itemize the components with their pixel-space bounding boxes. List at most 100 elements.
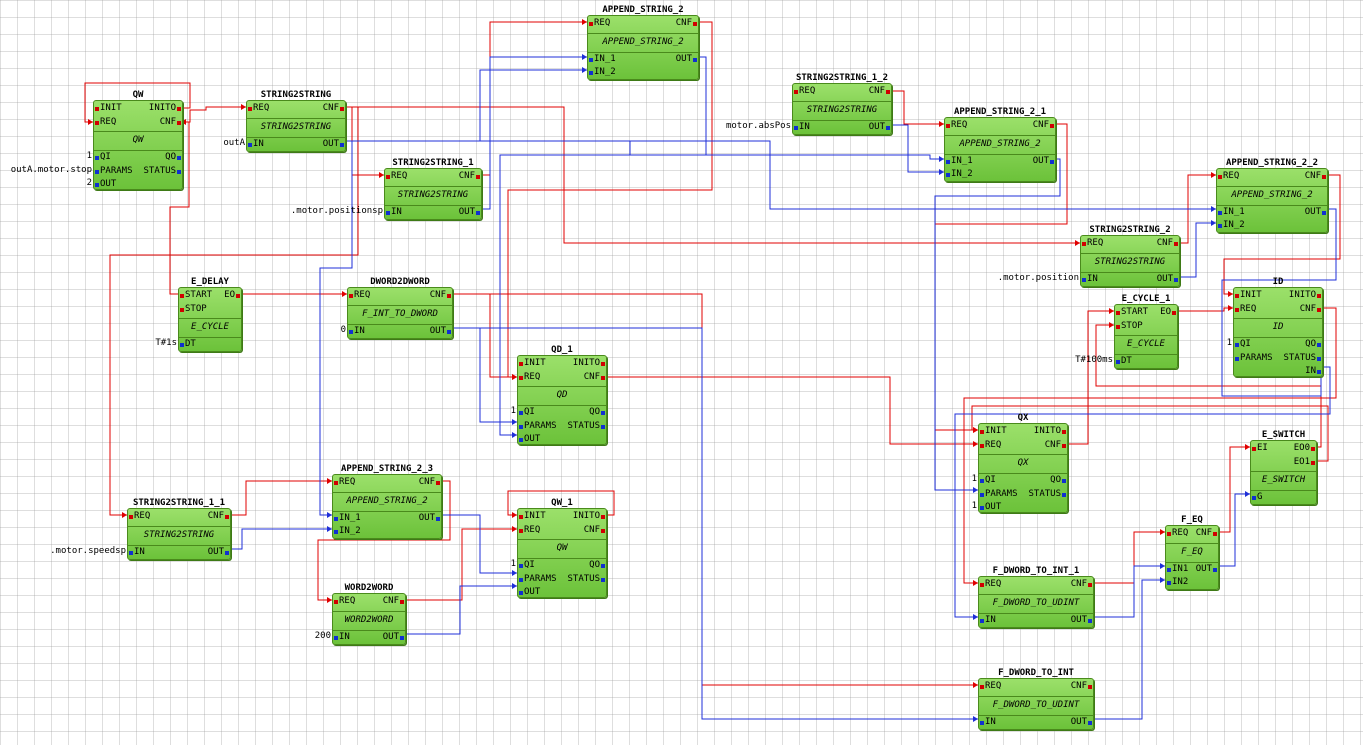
event-input-port[interactable]: STOP (185, 303, 207, 314)
data-input-port[interactable]: PARAMS (524, 573, 557, 584)
event-input-connector[interactable] (334, 481, 338, 485)
event-input-port[interactable]: INIT (524, 511, 546, 521)
event-input-port[interactable]: REQ (1240, 303, 1257, 314)
event-output-connector[interactable] (1062, 443, 1066, 448)
data-input-port[interactable]: DT (1121, 356, 1132, 366)
data-connection[interactable] (440, 514, 517, 574)
event-input-port[interactable]: START (1121, 307, 1149, 317)
data-output-port[interactable]: OUT (1156, 273, 1173, 284)
data-output-connector[interactable] (1322, 210, 1326, 215)
data-input-connector[interactable] (946, 159, 950, 164)
event-connection[interactable] (317, 480, 451, 601)
data-input-connector[interactable] (1167, 567, 1171, 572)
data-connection[interactable] (480, 56, 587, 210)
event-output-connector[interactable] (447, 294, 451, 298)
data-input-connector[interactable] (334, 516, 338, 521)
event-input-port[interactable]: REQ (524, 524, 541, 535)
data-connection[interactable] (344, 140, 944, 160)
event-output-port[interactable]: EO0 (1293, 443, 1310, 453)
event-output-connector[interactable] (1088, 583, 1092, 587)
data-connection[interactable] (499, 56, 707, 436)
event-output-connector[interactable] (601, 375, 605, 380)
event-input-port[interactable]: REQ (134, 511, 151, 521)
event-output-connector[interactable] (400, 600, 404, 604)
event-input-connector[interactable] (589, 22, 593, 26)
data-input-connector[interactable] (180, 343, 184, 347)
data-output-connector[interactable] (886, 125, 890, 130)
event-input-connector[interactable] (349, 294, 353, 298)
event-output-port[interactable]: INITO (572, 511, 600, 521)
data-input-port[interactable]: QI (985, 475, 996, 485)
event-output-connector[interactable] (693, 22, 697, 26)
parameter-value[interactable]: 1 (1226, 338, 1232, 348)
data-input-connector[interactable] (794, 125, 798, 130)
data-connection[interactable] (1217, 493, 1250, 567)
event-input-port[interactable]: REQ (951, 120, 968, 130)
event-input-connector[interactable] (519, 362, 523, 366)
data-output-port[interactable]: OUT (675, 53, 692, 64)
event-output-port[interactable]: CNF (382, 596, 399, 606)
event-input-connector[interactable] (248, 107, 252, 111)
data-input-port[interactable]: QI (1240, 339, 1251, 349)
data-input-connector[interactable] (519, 424, 523, 429)
event-output-connector[interactable] (1050, 124, 1054, 128)
event-input-port[interactable]: STOP (1121, 320, 1143, 331)
event-input-port[interactable]: START (185, 290, 213, 300)
data-input-port[interactable]: OUT (524, 434, 541, 444)
event-output-port[interactable]: EO (1160, 307, 1171, 317)
event-connection[interactable] (109, 106, 359, 516)
data-input-port[interactable]: OUT (985, 502, 1002, 512)
event-output-connector[interactable] (177, 107, 181, 111)
data-input-port[interactable]: IN_2 (339, 526, 361, 536)
event-input-connector[interactable] (1116, 324, 1120, 329)
data-output-connector[interactable] (1062, 479, 1066, 483)
data-input-connector[interactable] (1218, 210, 1222, 215)
parameter-value[interactable]: .motor.speedsp (50, 545, 126, 556)
data-output-connector[interactable] (1213, 567, 1217, 572)
event-output-connector[interactable] (225, 515, 229, 519)
event-connection[interactable] (1095, 324, 1322, 448)
parameter-value[interactable]: 1 (971, 501, 977, 511)
data-output-connector[interactable] (1317, 343, 1321, 347)
data-output-connector[interactable] (340, 142, 344, 147)
parameter-value[interactable]: 0 (340, 324, 346, 335)
event-input-port[interactable]: REQ (985, 439, 1002, 450)
event-input-connector[interactable] (1082, 242, 1086, 246)
data-input-connector[interactable] (1235, 356, 1239, 361)
data-input-connector[interactable] (248, 142, 252, 147)
event-output-connector[interactable] (1174, 242, 1178, 246)
data-output-port[interactable]: STATUS (567, 573, 600, 584)
parameter-value[interactable]: 1 (86, 151, 92, 161)
event-output-port[interactable]: CNF (429, 290, 446, 300)
data-input-connector[interactable] (519, 438, 523, 442)
parameter-value[interactable]: 1 (510, 406, 516, 416)
data-output-port[interactable]: QO (1305, 339, 1316, 349)
event-input-connector[interactable] (519, 375, 523, 380)
event-input-port[interactable]: INIT (985, 426, 1007, 436)
data-input-connector[interactable] (519, 591, 523, 595)
data-output-connector[interactable] (601, 577, 605, 582)
event-input-port[interactable]: REQ (339, 596, 356, 606)
event-connection[interactable] (84, 82, 191, 123)
data-input-port[interactable]: IN_1 (1223, 206, 1245, 217)
data-input-port[interactable]: IN (354, 325, 365, 336)
data-connection[interactable] (1178, 222, 1216, 278)
data-output-port[interactable]: OUT (207, 546, 224, 557)
event-input-port[interactable]: INIT (524, 358, 546, 368)
parameter-value[interactable]: outA (223, 137, 245, 148)
event-connection[interactable] (507, 490, 615, 516)
data-output-connector[interactable] (177, 156, 181, 160)
event-input-port[interactable]: INIT (100, 103, 122, 113)
data-connection[interactable] (1092, 565, 1165, 618)
data-input-port[interactable]: IN (253, 138, 264, 149)
event-input-connector[interactable] (334, 600, 338, 604)
data-connection[interactable] (344, 69, 587, 142)
data-connection[interactable] (954, 366, 1331, 618)
event-input-port[interactable]: REQ (1172, 528, 1189, 538)
data-input-connector[interactable] (589, 71, 593, 75)
